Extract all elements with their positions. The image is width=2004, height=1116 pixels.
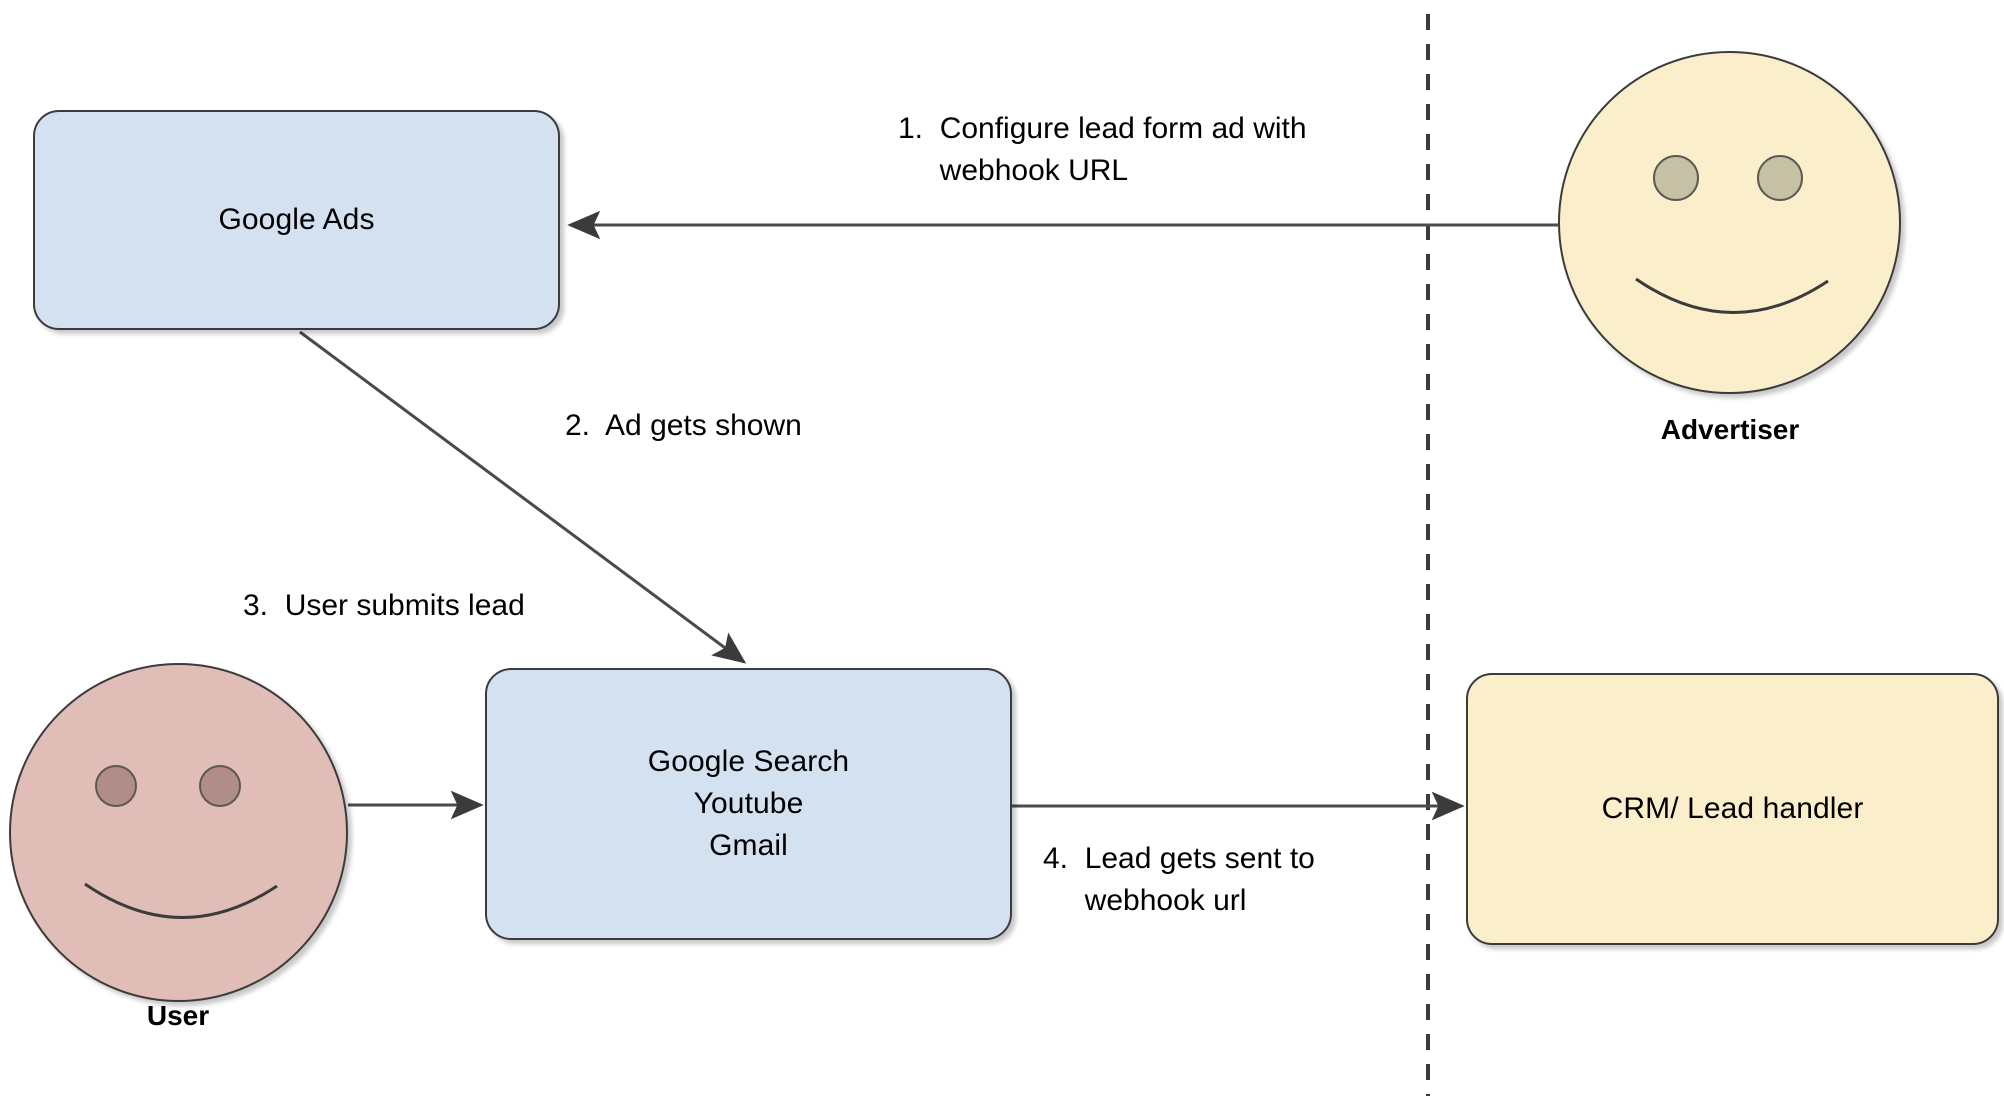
user-face-icon[interactable] xyxy=(9,663,348,1002)
node-google-properties-label: Google Search Youtube Gmail xyxy=(647,745,850,862)
advertiser-right-eye-icon xyxy=(1757,155,1803,201)
advertiser-face-icon[interactable] xyxy=(1558,51,1901,394)
edge-label-4: 4. Lead gets sent to webhook url xyxy=(1043,842,1315,917)
node-crm-lead-handler-label: CRM/ Lead handler xyxy=(1601,792,1864,825)
edge-label-2: 2. Ad gets shown xyxy=(565,409,802,442)
connector-google-ads-to-properties xyxy=(299,330,747,664)
advertiser-name-label: Advertiser xyxy=(1660,414,1800,445)
node-google-properties[interactable]: Google Search Youtube Gmail xyxy=(485,668,1012,940)
edge-label-3: 3. User submits lead xyxy=(243,589,525,622)
user-name-label: User xyxy=(146,1000,210,1031)
advertiser-left-eye-icon xyxy=(1653,155,1699,201)
user-left-eye-icon xyxy=(95,765,137,807)
user-right-eye-icon xyxy=(199,765,241,807)
user-smile-icon xyxy=(84,882,278,919)
edge-label-1: 1. Configure lead form ad with webhook U… xyxy=(898,112,1307,187)
advertiser-smile-icon xyxy=(1635,277,1829,314)
node-google-ads-label: Google Ads xyxy=(218,203,375,236)
node-crm-lead-handler[interactable]: CRM/ Lead handler xyxy=(1466,673,1999,945)
node-google-ads[interactable]: Google Ads xyxy=(33,110,560,330)
